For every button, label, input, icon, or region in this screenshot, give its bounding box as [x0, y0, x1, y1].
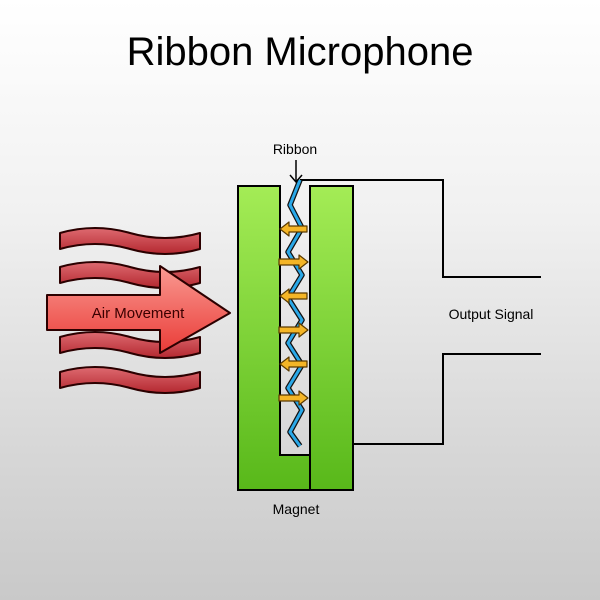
- air-wave: [59, 227, 201, 255]
- air-movement-arrow: [46, 265, 231, 354]
- force-arrow-left-icon: [279, 356, 308, 372]
- force-arrow-left-icon: [279, 288, 308, 304]
- output-wire-top: [300, 179, 541, 278]
- force-arrow-right-icon: [278, 322, 309, 338]
- force-arrow-right-icon: [278, 390, 309, 406]
- output-signal-label: Output Signal: [449, 306, 534, 322]
- ribbon-label: Ribbon: [273, 141, 317, 157]
- air-waves: [59, 227, 201, 394]
- air-wave: [59, 331, 201, 359]
- page-title: Ribbon Microphone: [126, 30, 474, 74]
- air-wave: [59, 366, 201, 394]
- force-arrows: [278, 221, 309, 406]
- ribbon-pointer-icon: [289, 160, 303, 183]
- output-wire-bottom: [353, 353, 541, 445]
- magnet-label: Magnet: [273, 501, 320, 517]
- air-movement-label: Air Movement: [92, 305, 185, 322]
- force-arrow-right-icon: [278, 254, 309, 270]
- magnet-right-pole: [309, 185, 354, 491]
- force-arrow-left-icon: [279, 221, 308, 237]
